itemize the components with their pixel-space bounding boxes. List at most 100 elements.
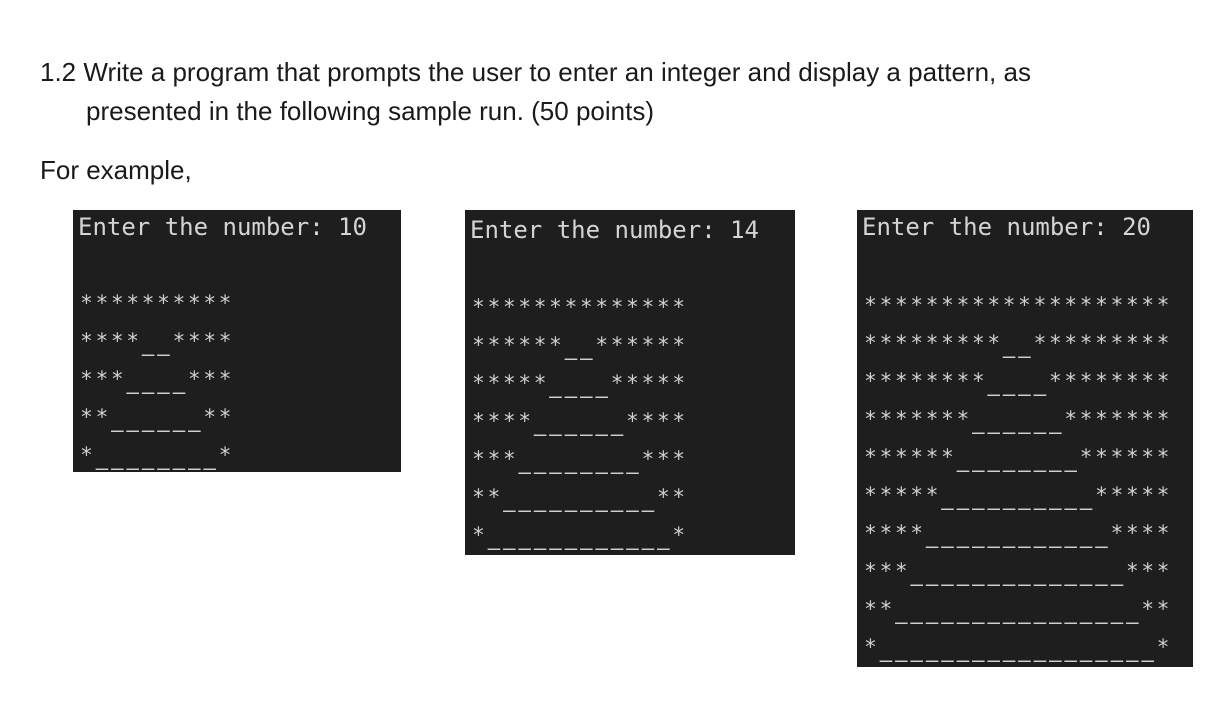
pattern-star: * — [518, 333, 532, 357]
pattern-dash: — — [956, 648, 970, 667]
pattern-dash: — — [1002, 496, 1016, 520]
pattern-star: * — [910, 445, 924, 469]
pattern-star: * — [1095, 293, 1108, 317]
pattern-star: * — [564, 295, 578, 319]
pattern-star: * — [941, 369, 954, 393]
console-output-20: Enter the number: 20 *******************… — [857, 210, 1193, 667]
pattern-star: * — [1125, 445, 1139, 469]
pattern-star: * — [1156, 521, 1170, 545]
pattern-star: * — [910, 293, 924, 317]
pattern-star: * — [1018, 293, 1031, 317]
pattern-star: * — [203, 405, 217, 429]
pattern-star: * — [910, 331, 924, 355]
pattern-star: * — [864, 635, 877, 659]
pattern-star: * — [126, 291, 140, 315]
pattern-star: * — [187, 329, 201, 353]
pattern-star: * — [502, 333, 516, 357]
pattern-star: * — [1095, 331, 1108, 355]
pattern-dash: — — [579, 384, 593, 408]
pattern-star: * — [110, 329, 124, 353]
pattern-star: * — [1156, 483, 1170, 507]
pattern-dash: — — [549, 460, 562, 484]
pattern-dash: — — [1048, 610, 1062, 634]
pattern-star: * — [218, 405, 232, 429]
pattern-star: * — [1156, 407, 1170, 431]
pattern-star: * — [1079, 407, 1093, 431]
pattern-dash: — — [579, 536, 593, 555]
pattern-star: * — [187, 367, 201, 391]
pattern-star: * — [672, 447, 686, 471]
pattern-star: * — [1141, 331, 1155, 355]
pattern-star: * — [218, 329, 232, 353]
pattern-dash: — — [910, 572, 924, 596]
pattern-star: * — [218, 367, 232, 391]
question-line-1: 1.2 Write a program that prompts the use… — [40, 57, 1031, 87]
pattern-star: * — [1156, 445, 1170, 469]
pattern-dash: — — [941, 534, 954, 558]
pattern-dash: — — [1079, 572, 1093, 596]
pattern-dash: — — [1033, 648, 1047, 667]
pattern-dash: — — [1110, 610, 1124, 634]
pattern-dash: — — [987, 420, 1001, 444]
pattern-dash: — — [925, 572, 939, 596]
pattern-star: * — [472, 523, 485, 547]
pattern-star: * — [472, 371, 485, 395]
pattern-dash: — — [971, 610, 985, 634]
pattern-dash: — — [971, 572, 985, 596]
pattern-dash: — — [956, 458, 970, 482]
pattern-star: * — [1095, 445, 1108, 469]
pattern-star: * — [1110, 483, 1124, 507]
pattern-star: * — [864, 407, 877, 431]
pattern-dash: — — [1064, 458, 1078, 482]
pattern-dash: — — [941, 610, 954, 634]
pattern-star: * — [610, 371, 624, 395]
pattern-dash: — — [502, 536, 516, 555]
pattern-dash: — — [518, 460, 532, 484]
pattern-star: * — [126, 329, 140, 353]
pattern-star: * — [879, 597, 893, 621]
pattern-dash: — — [1079, 534, 1093, 558]
pattern-star: * — [641, 447, 655, 471]
pattern-dash: — — [1018, 610, 1031, 634]
pattern-star: * — [579, 295, 593, 319]
pattern-star: * — [472, 333, 485, 357]
pattern-star: * — [472, 295, 485, 319]
pattern-star: * — [1125, 369, 1139, 393]
pattern-star: * — [1156, 369, 1170, 393]
pattern-dash: — — [579, 498, 593, 522]
pattern-dash: — — [1110, 648, 1124, 667]
pattern-dash: — — [1095, 534, 1108, 558]
pattern-star: * — [1079, 369, 1093, 393]
pattern-star: * — [656, 409, 670, 433]
pattern-dash: — — [1018, 420, 1031, 444]
pattern-star: * — [879, 407, 893, 431]
pattern-star: * — [656, 295, 670, 319]
pattern-dash: — — [157, 380, 170, 404]
pattern-star: * — [1095, 407, 1108, 431]
console-prompt: Enter the number: 10 — [78, 213, 367, 241]
pattern-star: * — [549, 295, 562, 319]
pattern-star: * — [1156, 559, 1170, 583]
pattern-dash: — — [110, 418, 124, 442]
pattern-star: * — [172, 291, 186, 315]
pattern-star: * — [218, 443, 232, 467]
pattern-dash: — — [1033, 534, 1047, 558]
pattern-dash: — — [987, 496, 1001, 520]
pattern-dash: — — [1018, 496, 1031, 520]
pattern-star: * — [1125, 559, 1139, 583]
pattern-dash: — — [1018, 534, 1031, 558]
pattern-star: * — [95, 329, 109, 353]
pattern-dash: — — [564, 460, 578, 484]
pattern-dash: — — [1048, 420, 1062, 444]
pattern-dash: — — [956, 610, 970, 634]
pattern-star: * — [80, 367, 93, 391]
pattern-star: * — [879, 293, 893, 317]
pattern-star: * — [1110, 407, 1124, 431]
pattern-star: * — [533, 295, 547, 319]
pattern-star: * — [1095, 483, 1108, 507]
pattern-dash: — — [141, 342, 155, 366]
pattern-star: * — [1095, 369, 1108, 393]
pattern-star: * — [910, 483, 924, 507]
pattern-star: * — [1110, 521, 1124, 545]
pattern-star: * — [879, 331, 893, 355]
